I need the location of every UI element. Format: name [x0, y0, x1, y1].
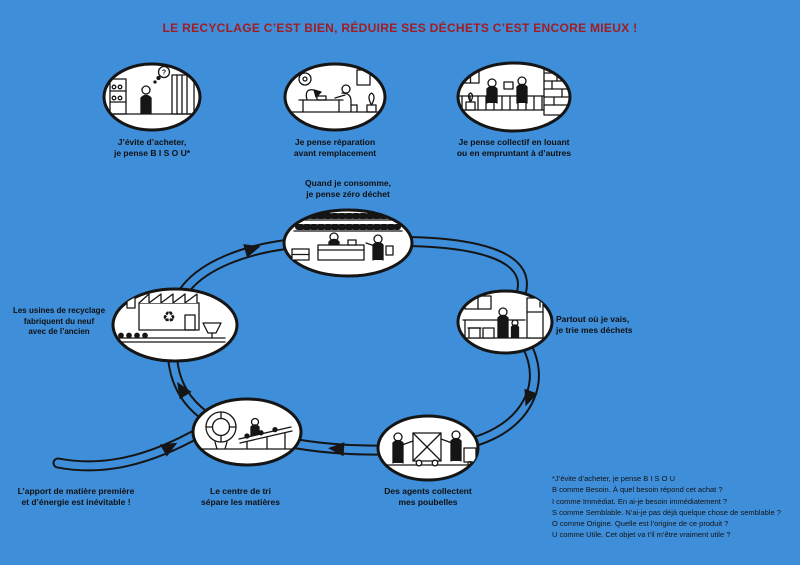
label-sorting-center: Le centre de tri sépare les matières	[158, 486, 323, 508]
caption-line: L’apport de matière première	[17, 486, 135, 496]
recycling-symbol-icon: ♻	[162, 308, 175, 326]
shop-scene-icon: ?	[102, 62, 202, 132]
repair-scene-icon	[283, 62, 387, 132]
caption-line: ou en empruntant à d’autres	[456, 148, 572, 159]
flow-arrows	[159, 244, 538, 457]
caption-line: J’évite d’acheter,	[117, 137, 187, 147]
waste-sorting-scene-icon	[456, 289, 554, 355]
caption-line: Les usines de recyclage	[12, 306, 106, 315]
label-recycling-factory: Les usines de recyclage fabriquent du ne…	[6, 306, 112, 338]
caption-line: Des agents collectent	[384, 486, 472, 496]
caption-line: mes poubelles	[398, 497, 458, 508]
sorting-center-scene-icon	[191, 397, 303, 467]
caption-line: je pense B I S O U*	[113, 148, 191, 159]
waste-collection-scene-icon	[376, 414, 480, 482]
balcony-sharing-scene-icon	[456, 61, 572, 133]
caption-line: je trie mes déchets	[556, 325, 633, 336]
flow-arrow-icon	[524, 388, 538, 407]
caption-line: et d’énergie est inévitable !	[21, 497, 131, 508]
caption-line: avant remplacement	[293, 148, 377, 159]
label-raw-material-input: L’apport de matière première et d’énergi…	[2, 486, 150, 508]
label-collect-bins: Des agents collectent mes poubelles	[348, 486, 508, 508]
caption-repair: Je pense réparation avant remplacement	[255, 137, 415, 159]
caption-line: fabriquent du neuf	[23, 316, 95, 326]
footnote-line: S comme Semblable. N’ai-je pas déjà quel…	[552, 507, 781, 517]
caption-avoid-buying: J’évite d’acheter, je pense B I S O U*	[72, 137, 232, 159]
footnote-line: O comme Origine. Quelle est l’origine de…	[552, 519, 729, 529]
flow-arrow-icon	[328, 442, 345, 457]
footnote-line: *J’évite d’acheter, je pense B I S O U	[552, 474, 675, 483]
footnote-line: U comme Utile. Cet objet va t’il m’être …	[552, 530, 731, 540]
caption-line: avec de l’ancien	[28, 327, 90, 337]
zero-waste-shop-scene-icon	[282, 208, 414, 278]
caption-line: sépare les matières	[201, 497, 280, 508]
caption-line: Partout où je vais,	[556, 314, 630, 324]
flow-arrow-icon	[177, 381, 192, 400]
recycling-factory-scene-icon: ♻	[111, 287, 239, 363]
caption-line: Quand je consomme,	[305, 178, 391, 188]
flow-arrow-icon	[159, 442, 178, 457]
caption-collective: Je pense collectif en louant ou en empru…	[424, 137, 604, 159]
caption-line: Le centre de tri	[210, 486, 271, 496]
caption-line: je pense zéro déchet	[306, 189, 390, 200]
caption-line: Je pense réparation	[294, 137, 376, 147]
footnote-line: B comme Besoin. À quel besoin répond cet…	[552, 485, 723, 495]
svg-text:?: ?	[162, 70, 166, 77]
page-title: LE RECYCLAGE C’EST BIEN, RÉDUIRE SES DÉC…	[162, 21, 638, 35]
caption-line: Je pense collectif en louant	[458, 137, 570, 147]
label-zero-waste: Quand je consomme, je pense zéro déchet	[258, 178, 438, 200]
footnote-line: I comme Immédiat. En ai-je besoin immédi…	[552, 496, 728, 506]
label-sort-waste: Partout où je vais, je trie mes déchets	[556, 314, 696, 336]
bisou-footnote: *J’évite d’acheter, je pense B I S O U B…	[552, 473, 781, 541]
flow-arrow-icon	[243, 244, 261, 258]
